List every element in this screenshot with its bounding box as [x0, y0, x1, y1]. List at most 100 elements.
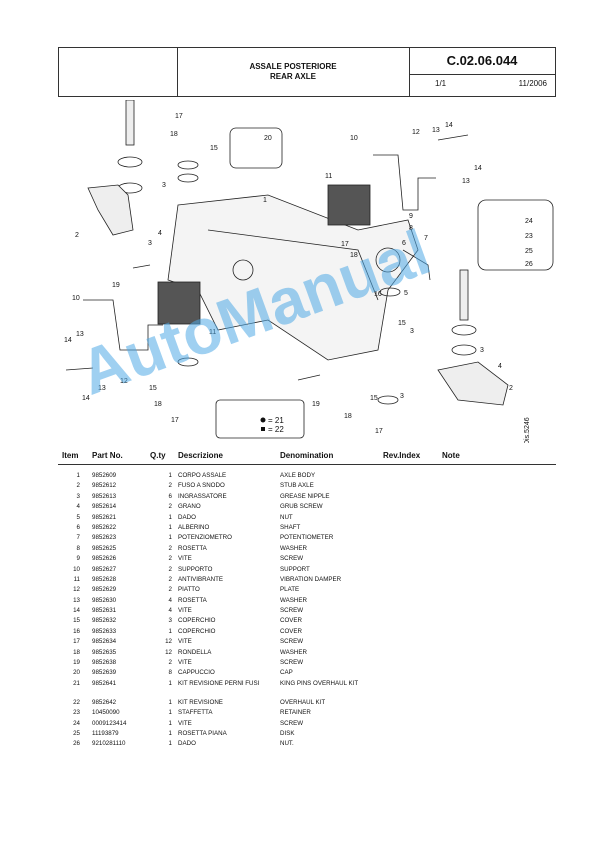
- header-qty: Q.ty: [150, 451, 166, 460]
- cell-qty: 1: [168, 709, 172, 717]
- cell-part: 9852641: [92, 679, 117, 687]
- cell-item: 15: [73, 617, 80, 625]
- svg-text:15: 15: [398, 320, 406, 327]
- cell-desc: VITE: [178, 659, 192, 667]
- cell-item: 2: [76, 482, 80, 490]
- cell-desc: FUSO A SNODO: [178, 482, 225, 490]
- svg-text:Dis.5246: Dis.5246: [524, 417, 531, 443]
- cell-part: 9852635: [92, 648, 117, 656]
- cell-part: 9852625: [92, 544, 117, 552]
- header-denomination: Denomination: [280, 451, 334, 460]
- cell-part: 11193879: [92, 729, 119, 737]
- parts-table: Item Part No. Q.ty Descrizione Denominat…: [58, 448, 556, 750]
- cell-den: STUB AXLE: [280, 482, 314, 490]
- svg-text:1: 1: [263, 197, 267, 204]
- svg-text:13: 13: [462, 178, 470, 185]
- cell-den: RETAINER: [280, 709, 311, 717]
- cell-part: 9852632: [92, 617, 117, 625]
- cell-part: 9852609: [92, 472, 117, 479]
- cell-item: 13: [73, 596, 80, 604]
- header-logo-cell: [59, 48, 178, 96]
- cell-qty: 1: [168, 679, 172, 687]
- svg-text:14: 14: [64, 337, 72, 344]
- svg-text:15: 15: [210, 145, 218, 152]
- cell-part: 9852628: [92, 575, 117, 583]
- cell-part: 9852622: [92, 523, 117, 531]
- cell-item: 20: [73, 669, 80, 677]
- legend-22: = 22: [268, 425, 284, 434]
- cell-qty: 1: [168, 513, 172, 521]
- cell-den: OVERHAUL KIT: [280, 698, 326, 706]
- cell-den: SCREW: [280, 719, 304, 727]
- svg-text:14: 14: [445, 122, 453, 129]
- cell-item: 16: [73, 627, 80, 635]
- cell-desc: STAFFETTA: [178, 709, 213, 717]
- cell-qty: 1: [168, 698, 172, 706]
- cell-den: NUT.: [280, 740, 294, 748]
- cell-den: KING PINS OVERHAUL KIT: [280, 679, 359, 687]
- cell-part: 9852629: [92, 586, 117, 594]
- svg-text:11: 11: [209, 329, 216, 336]
- cell-qty: 2: [168, 482, 172, 490]
- svg-text:10: 10: [350, 135, 358, 142]
- cell-desc: CORPO ASSALE: [178, 472, 227, 479]
- cell-den: NUT: [280, 513, 293, 521]
- svg-text:19: 19: [312, 401, 320, 408]
- svg-text:17: 17: [171, 417, 179, 424]
- cell-item: 5: [76, 513, 80, 521]
- svg-text:10: 10: [72, 295, 80, 302]
- cell-part: 9852631: [92, 607, 117, 615]
- svg-text:3: 3: [480, 347, 484, 354]
- cell-desc: RONDELLA: [178, 648, 212, 656]
- cell-den: SHAFT: [280, 523, 301, 531]
- cell-qty: 2: [168, 544, 172, 552]
- cell-item: 6: [76, 523, 80, 531]
- cell-item: 3: [76, 492, 80, 500]
- page-number: 1/1: [435, 79, 447, 88]
- svg-text:3: 3: [162, 182, 166, 189]
- cell-qty: 1: [168, 523, 172, 531]
- cell-item: 4: [76, 503, 80, 511]
- cell-desc: VITE: [178, 638, 192, 646]
- header-note: Note: [442, 451, 460, 460]
- cell-item: 22: [73, 698, 80, 706]
- svg-text:3: 3: [148, 240, 152, 247]
- cell-item: 21: [73, 679, 80, 687]
- svg-text:18: 18: [154, 401, 162, 408]
- cell-qty: 2: [168, 503, 172, 511]
- cell-desc: CAPPUCCIO: [178, 669, 215, 677]
- cell-qty: 2: [168, 586, 172, 594]
- svg-text:18: 18: [170, 131, 178, 138]
- cell-item: 25: [73, 729, 80, 737]
- table-header: Item Part No. Q.ty Descrizione Denominat…: [58, 448, 556, 465]
- svg-text:17: 17: [375, 428, 383, 435]
- cell-qty: 2: [168, 565, 172, 573]
- header-block: ASSALE POSTERIORE REAR AXLE C.02.06.044 …: [58, 47, 556, 97]
- cell-desc: DADO: [178, 740, 196, 748]
- cell-qty: 2: [168, 575, 172, 583]
- legend-21: = 21: [268, 416, 284, 425]
- svg-text:12: 12: [412, 129, 420, 136]
- svg-text:15: 15: [149, 385, 157, 392]
- svg-text:17: 17: [341, 241, 349, 248]
- cell-den: SUPPORT: [280, 565, 310, 573]
- cell-den: CAP: [280, 669, 293, 677]
